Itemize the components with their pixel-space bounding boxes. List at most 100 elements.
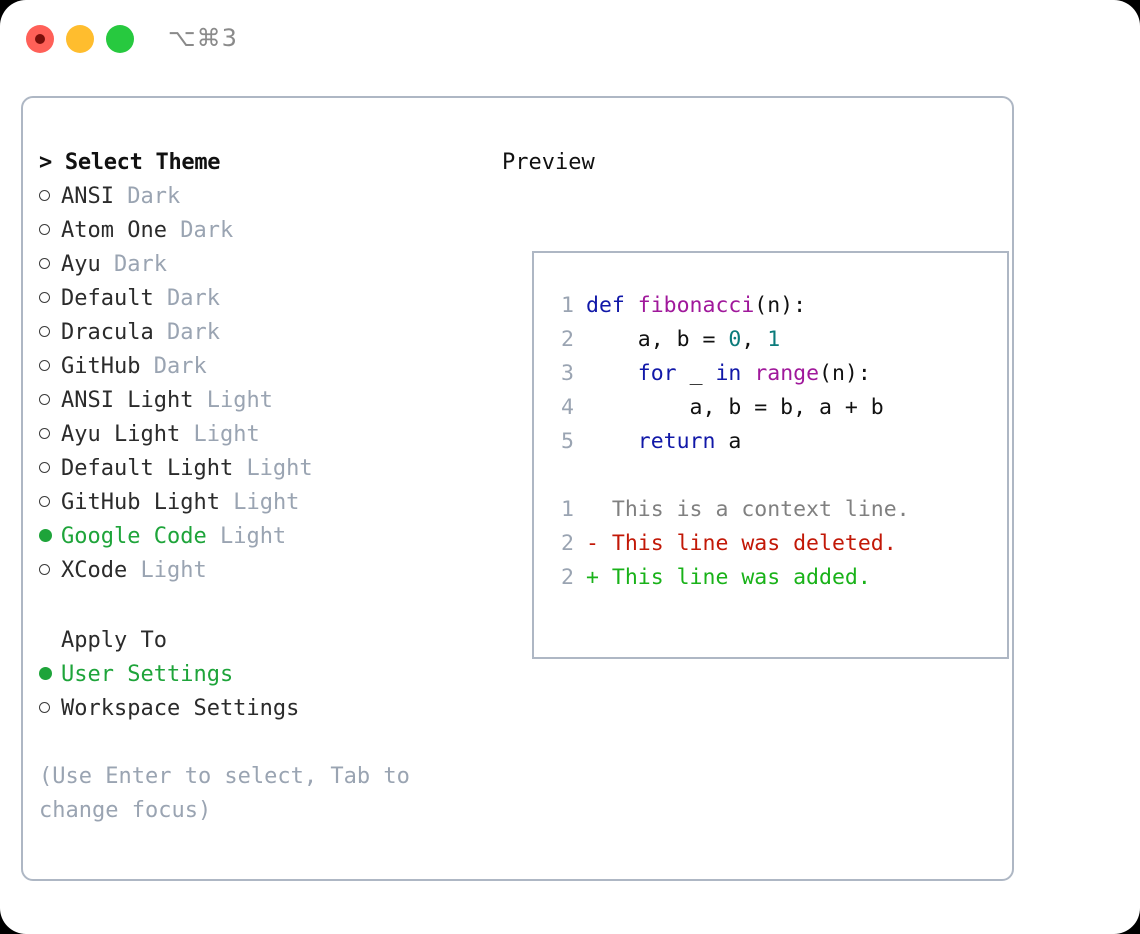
theme-list-item[interactable]: Google Code Light: [39, 520, 479, 554]
spacer: [180, 422, 193, 447]
theme-name: ANSI: [61, 184, 114, 209]
spacer: [101, 252, 114, 277]
theme-list-item[interactable]: ANSI Dark: [39, 180, 479, 214]
empty-circle-icon: [39, 427, 50, 439]
close-button[interactable]: [26, 25, 54, 53]
radio-unselected-icon: [39, 692, 61, 726]
empty-circle-icon: [39, 563, 50, 575]
radio-unselected-icon: [39, 384, 61, 418]
code-token: - This line was deleted.: [586, 531, 897, 556]
code-token: a: [715, 429, 742, 454]
theme-variant-tag: Light: [140, 558, 207, 583]
radio-selected-icon: [39, 658, 61, 692]
radio-unselected-icon: [39, 316, 61, 350]
theme-list-item[interactable]: Ayu Dark: [39, 248, 479, 282]
spacer: [127, 558, 140, 583]
radio-unselected-icon: [39, 282, 61, 316]
title-bar: ⌥⌘3: [0, 0, 1140, 78]
apply-to-label: Workspace Settings: [61, 696, 300, 721]
theme-list-item[interactable]: Default Light Light: [39, 452, 479, 486]
line-number: 5: [561, 429, 574, 454]
heading-indent: [39, 624, 61, 658]
spacer: [193, 388, 206, 413]
theme-variant-tag: Dark: [153, 354, 207, 379]
theme-list-item[interactable]: ANSI Light Light: [39, 384, 479, 418]
theme-variant-tag: Dark: [114, 252, 167, 277]
minimize-button[interactable]: [66, 25, 94, 53]
diff-line: 1 This is a context line.: [552, 493, 910, 527]
code-token: in: [715, 361, 742, 386]
theme-variant-tag: Light: [233, 490, 300, 515]
theme-list-item[interactable]: Dracula Dark: [39, 316, 479, 350]
theme-name: GitHub: [61, 354, 141, 379]
code-token: 1: [767, 327, 781, 352]
page-title: > Select Theme: [39, 150, 221, 175]
code-token: for: [637, 361, 677, 386]
hint-spacer: [39, 726, 479, 760]
radio-unselected-icon: [39, 180, 61, 214]
theme-list-item[interactable]: Atom One Dark: [39, 214, 479, 248]
code-line: 4 a, b = b, a + b: [552, 391, 910, 425]
theme-variant-tag: Light: [206, 388, 273, 413]
code-token: This is a context line.: [586, 497, 910, 522]
filled-circle-icon: [39, 528, 52, 542]
code-line: 2 a, b = 0, 1: [552, 323, 910, 357]
theme-name: Ayu: [61, 252, 101, 277]
code-token: [586, 429, 638, 454]
theme-variant-tag: Light: [219, 524, 287, 549]
theme-list-item[interactable]: Ayu Light Light: [39, 418, 479, 452]
theme-name: Atom One: [61, 218, 167, 243]
empty-circle-icon: [39, 461, 50, 473]
keyboard-hint: (Use Enter to select, Tab to change focu…: [39, 764, 424, 823]
theme-name: Google Code: [61, 524, 207, 549]
code-token: a, b = b, a + b: [586, 395, 884, 420]
empty-circle-icon: [39, 495, 50, 507]
line-number: 2: [561, 565, 574, 590]
spacer: [114, 184, 127, 209]
radio-selected-icon: [39, 520, 61, 554]
code-token: fibonacci: [637, 293, 755, 318]
theme-variant-tag: Dark: [166, 286, 220, 311]
theme-variant-tag: Dark: [127, 184, 181, 209]
line-number: 4: [561, 395, 574, 420]
spacer: [220, 490, 233, 515]
code-token: ,: [741, 327, 768, 352]
apply-to-heading: Apply To: [39, 624, 479, 658]
apply-to-option[interactable]: User Settings: [39, 658, 479, 692]
theme-list-item[interactable]: Default Dark: [39, 282, 479, 316]
spacer: [140, 354, 153, 379]
line-number: 2: [561, 327, 574, 352]
code-line: 5 return a: [552, 425, 910, 459]
line-number: 3: [561, 361, 574, 386]
theme-name: XCode: [61, 558, 128, 583]
theme-variant-tag: Light: [193, 422, 260, 447]
code-token: _: [676, 361, 716, 386]
theme-name: GitHub Light: [61, 490, 220, 515]
code-token: range: [754, 361, 820, 386]
apply-to-option[interactable]: Workspace Settings: [39, 692, 479, 726]
code-token: 0: [728, 327, 742, 352]
theme-name: Default Light: [61, 456, 234, 481]
code-token: (n):: [819, 361, 871, 386]
theme-list-item[interactable]: XCode Light: [39, 554, 479, 588]
apply-to-label: User Settings: [61, 662, 234, 687]
code-gap: [552, 459, 910, 493]
code-token: [586, 361, 638, 386]
radio-unselected-icon: [39, 486, 61, 520]
theme-list-item[interactable]: GitHub Light Light: [39, 486, 479, 520]
maximize-button[interactable]: [106, 25, 134, 53]
empty-circle-icon: [39, 701, 50, 713]
radio-unselected-icon: [39, 350, 61, 384]
code-token: [741, 361, 754, 386]
spacer: [233, 456, 246, 481]
theme-list-item[interactable]: GitHub Dark: [39, 350, 479, 384]
theme-name: ANSI Light: [61, 388, 194, 413]
